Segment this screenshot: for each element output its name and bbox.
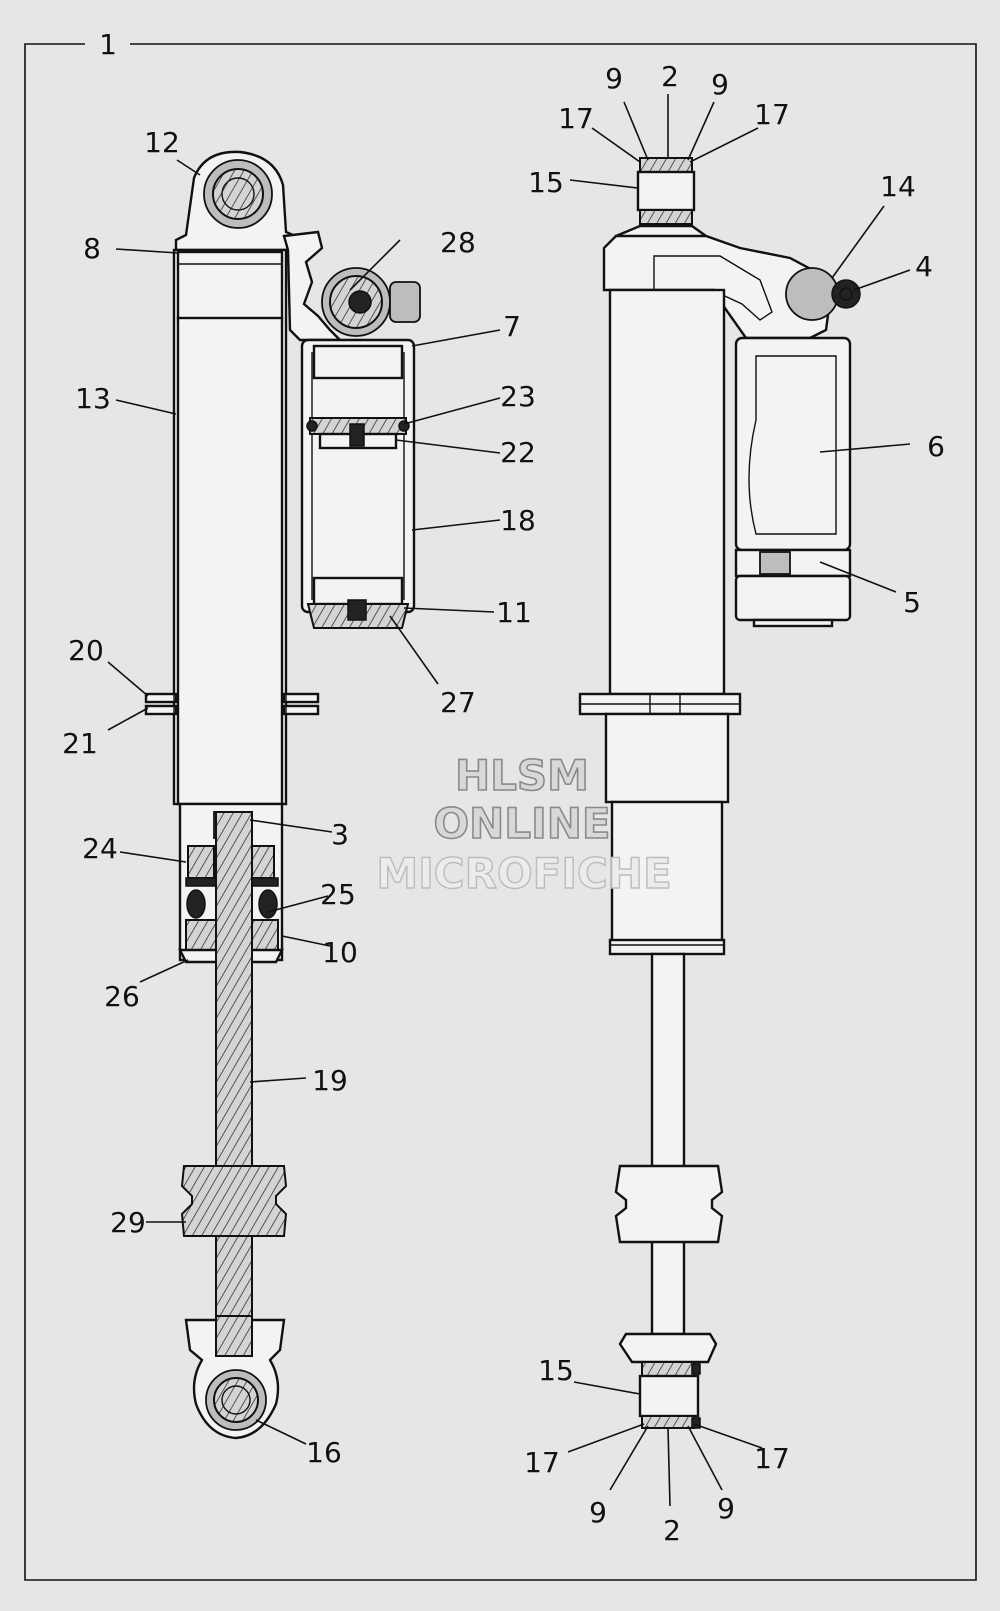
callout-8: 8 <box>83 232 101 265</box>
callout-4: 4 <box>915 250 933 283</box>
callout-17-bottom-left: 17 <box>524 1446 560 1479</box>
callout-25: 25 <box>320 878 356 911</box>
bump-stop <box>180 1165 288 1237</box>
callout-12: 12 <box>144 126 180 159</box>
callout-16: 16 <box>306 1436 342 1469</box>
callout-3: 3 <box>331 818 349 851</box>
callout-15-bottom: 15 <box>538 1354 574 1387</box>
callout-13: 13 <box>75 382 111 415</box>
main-body-tube <box>172 248 288 806</box>
callout-17-top-left: 17 <box>558 102 594 135</box>
reservoir-exterior <box>734 336 852 628</box>
callout-9-top-left: 9 <box>605 62 623 95</box>
callout-29: 29 <box>110 1206 146 1239</box>
callout-20: 20 <box>68 634 104 667</box>
exterior-view-shock <box>578 157 861 1429</box>
callout-23: 23 <box>500 380 536 413</box>
piston-shaft <box>215 811 253 1351</box>
callout-19: 19 <box>312 1064 348 1097</box>
shaft-exterior <box>650 952 686 1336</box>
leader-lines <box>107 94 911 1507</box>
bottom-eyelet-stack <box>618 1332 718 1429</box>
callout-28: 28 <box>440 226 476 259</box>
callout-7: 7 <box>503 310 521 343</box>
watermark-line-1: HLSM <box>455 751 589 800</box>
callout-9-top-right: 9 <box>711 68 729 101</box>
diagram-frame <box>24 43 977 1581</box>
callout-22: 22 <box>500 436 536 469</box>
callout-labels: 1 12 8 28 7 13 23 22 18 11 27 20 21 3 24… <box>62 28 945 1547</box>
callout-21: 21 <box>62 727 98 760</box>
callout-9-bottom-left: 9 <box>589 1496 607 1529</box>
callout-10: 10 <box>322 936 358 969</box>
callout-1: 1 <box>99 28 117 61</box>
main-body-exterior <box>578 288 742 956</box>
callout-26: 26 <box>104 980 140 1013</box>
callout-17-top-right: 17 <box>754 98 790 131</box>
callout-5: 5 <box>903 586 921 619</box>
callout-11: 11 <box>496 596 532 629</box>
section-view-shock <box>144 150 421 1440</box>
callout-15-top: 15 <box>528 166 564 199</box>
spring-collar <box>144 690 320 730</box>
callout-18: 18 <box>500 504 536 537</box>
callout-2-top: 2 <box>661 60 679 93</box>
callout-24: 24 <box>82 832 118 865</box>
callout-6: 6 <box>927 430 945 463</box>
top-eyelet <box>174 150 302 252</box>
callout-2-bottom: 2 <box>663 1514 681 1547</box>
head-and-reservoir-arm <box>602 234 861 340</box>
reservoir-section <box>282 230 421 629</box>
callout-17-bottom-right: 17 <box>754 1442 790 1475</box>
callout-9-bottom-right: 9 <box>717 1492 735 1525</box>
callout-14: 14 <box>880 170 916 203</box>
watermark-line-3: MICROFICHE <box>376 849 671 898</box>
top-eyelet-stack <box>614 157 708 242</box>
bottom-eyelet <box>184 1315 286 1440</box>
watermark: HLSM ONLINE MICROFICHE <box>376 750 673 899</box>
callout-27: 27 <box>440 686 476 719</box>
watermark-line-2: ONLINE <box>433 799 610 848</box>
bump-stop-exterior <box>614 1164 724 1244</box>
